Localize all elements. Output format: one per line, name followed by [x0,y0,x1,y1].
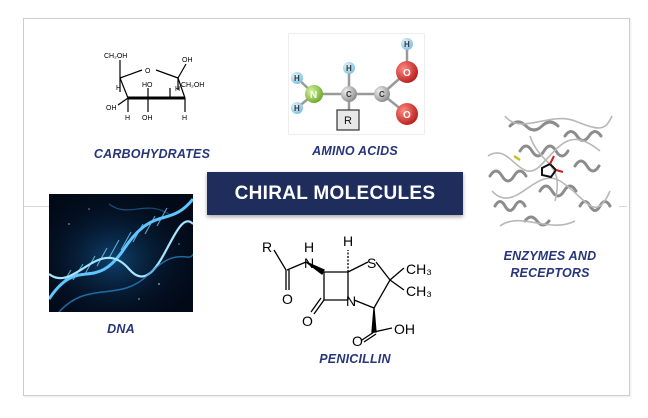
label-oh-bottom: OH [142,115,153,122]
oxygen-atom [396,61,418,83]
dna-helix-image [49,194,193,312]
label-ch2oh-top: CH₂OH [104,53,127,60]
nitrogen-atom [305,85,323,103]
label-oh-top-right: OH [182,57,193,64]
atom-h-n2: H [294,104,300,113]
title-banner: CHIRAL MOLECULES [207,172,463,215]
group-r: R [344,115,352,127]
r-group-box [336,109,360,131]
caption-carbohydrates: CARBOHYDRATES [93,147,211,161]
hydrogen-atom [291,102,303,114]
carbon-atom [374,86,390,102]
pen-n-ring: N [346,293,356,309]
label-ho-mid: HO [142,82,153,89]
label-h-c: H [125,115,130,122]
page-title: CHIRAL MOLECULES [234,182,436,204]
amino-acid-model: H O H H N H C C O R [288,33,425,135]
pen-nh-h: H [304,239,314,255]
hydrogen-atom [343,62,355,74]
pen-o-amide: O [282,291,293,307]
atom-c-alpha: C [346,90,352,99]
caption-enzymes-line2: RECEPTORS [510,266,590,280]
label-h-d: H [182,115,187,122]
atom-o-top: O [403,68,411,79]
oxygen-atom [396,103,418,125]
pen-o-acid: O [352,333,363,346]
pen-nh-n: N [304,255,314,271]
atom-h-alpha: H [346,64,352,73]
caption-dna: DNA [107,322,135,336]
hydrogen-atom [291,72,303,84]
atom-o-bottom: O [403,110,411,121]
pen-o-lactam: O [302,313,313,329]
atom-h-top-o: H [404,40,410,49]
label-oh-left: OH [106,105,117,112]
atom-c-carbonyl: C [379,90,385,99]
atom-n: N [310,90,317,101]
label-h-b: H [175,86,180,93]
label-h-a: H [116,85,121,92]
pen-oh: OH [394,321,415,337]
pen-h-top: H [343,233,353,249]
caption-amino-acids: AMINO ACIDS [312,144,398,158]
caption-enzymes-line1: ENZYMES AND [503,249,597,263]
pen-ch3-bottom: CH₃ [406,283,432,299]
pen-r: R [262,239,272,255]
enzyme-ribbon-image [480,106,619,238]
pen-s: S [367,255,376,271]
pen-ch3-top: CH₃ [406,261,432,277]
atom-h-n1: H [294,74,300,83]
label-ch2oh-right: CH₂OH [181,82,204,89]
caption-penicillin: PENICILLIN [319,352,391,366]
label-ring-o: O [145,68,151,75]
hydrogen-atom [401,38,413,50]
carbon-atom [341,86,357,102]
penicillin-structure: R H N H S CH₃ CH₃ N O O O OH [252,228,452,349]
carbohydrate-structure: CH₂OH O OH H H HO CH₂OH OH H OH H [90,30,215,138]
